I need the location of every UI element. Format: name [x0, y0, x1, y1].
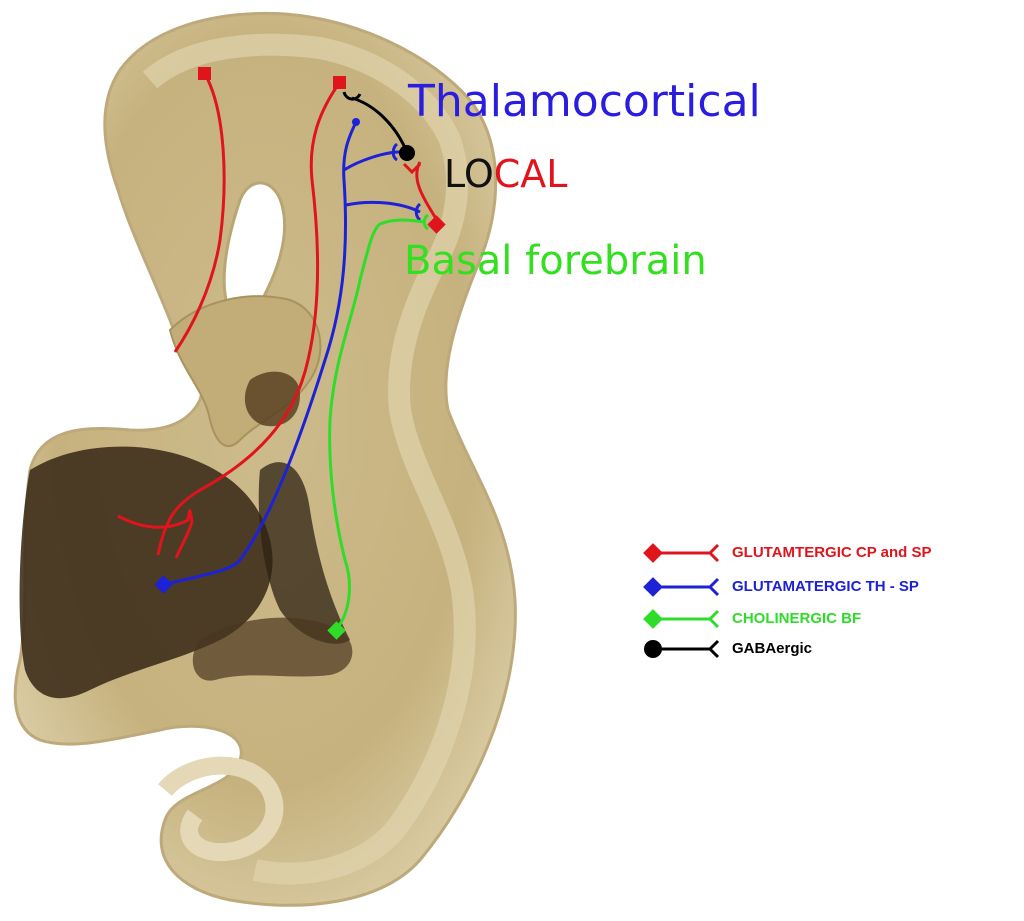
legend-item-glutamatergic-th-sp: GLUTAMATERGIC TH - SP — [640, 574, 1024, 600]
thalamocortical-label: Thalamocortical — [408, 76, 761, 127]
red-soma-left — [198, 67, 211, 80]
legend-item-cholinergic-bf: CHOLINERGIC BF — [640, 606, 1024, 632]
black-soma-gaba — [399, 145, 415, 161]
red-soma-top — [333, 76, 346, 89]
blue-synapse-icon — [640, 574, 730, 600]
legend-label: GLUTAMATERGIC TH - SP — [732, 578, 919, 595]
local-label: LOCAL — [444, 152, 567, 196]
green-synapse-icon — [640, 606, 730, 632]
legend-item-gabaergic: GABAergic — [640, 636, 1024, 662]
local-label-black-part: LO — [444, 152, 494, 196]
basal-forebrain-label: Basal forebrain — [404, 238, 707, 284]
blue-axon-tip — [352, 118, 360, 126]
legend-item-glutamatergic-cp-sp: GLUTAMTERGIC CP and SP — [640, 540, 1024, 566]
legend-label: GABAergic — [732, 640, 812, 657]
legend-label: CHOLINERGIC BF — [732, 610, 861, 627]
legend-label: GLUTAMTERGIC CP and SP — [732, 544, 931, 561]
red-synapse-icon — [640, 540, 730, 566]
local-label-red-part: CAL — [494, 152, 568, 196]
black-synapse-icon — [640, 636, 730, 662]
